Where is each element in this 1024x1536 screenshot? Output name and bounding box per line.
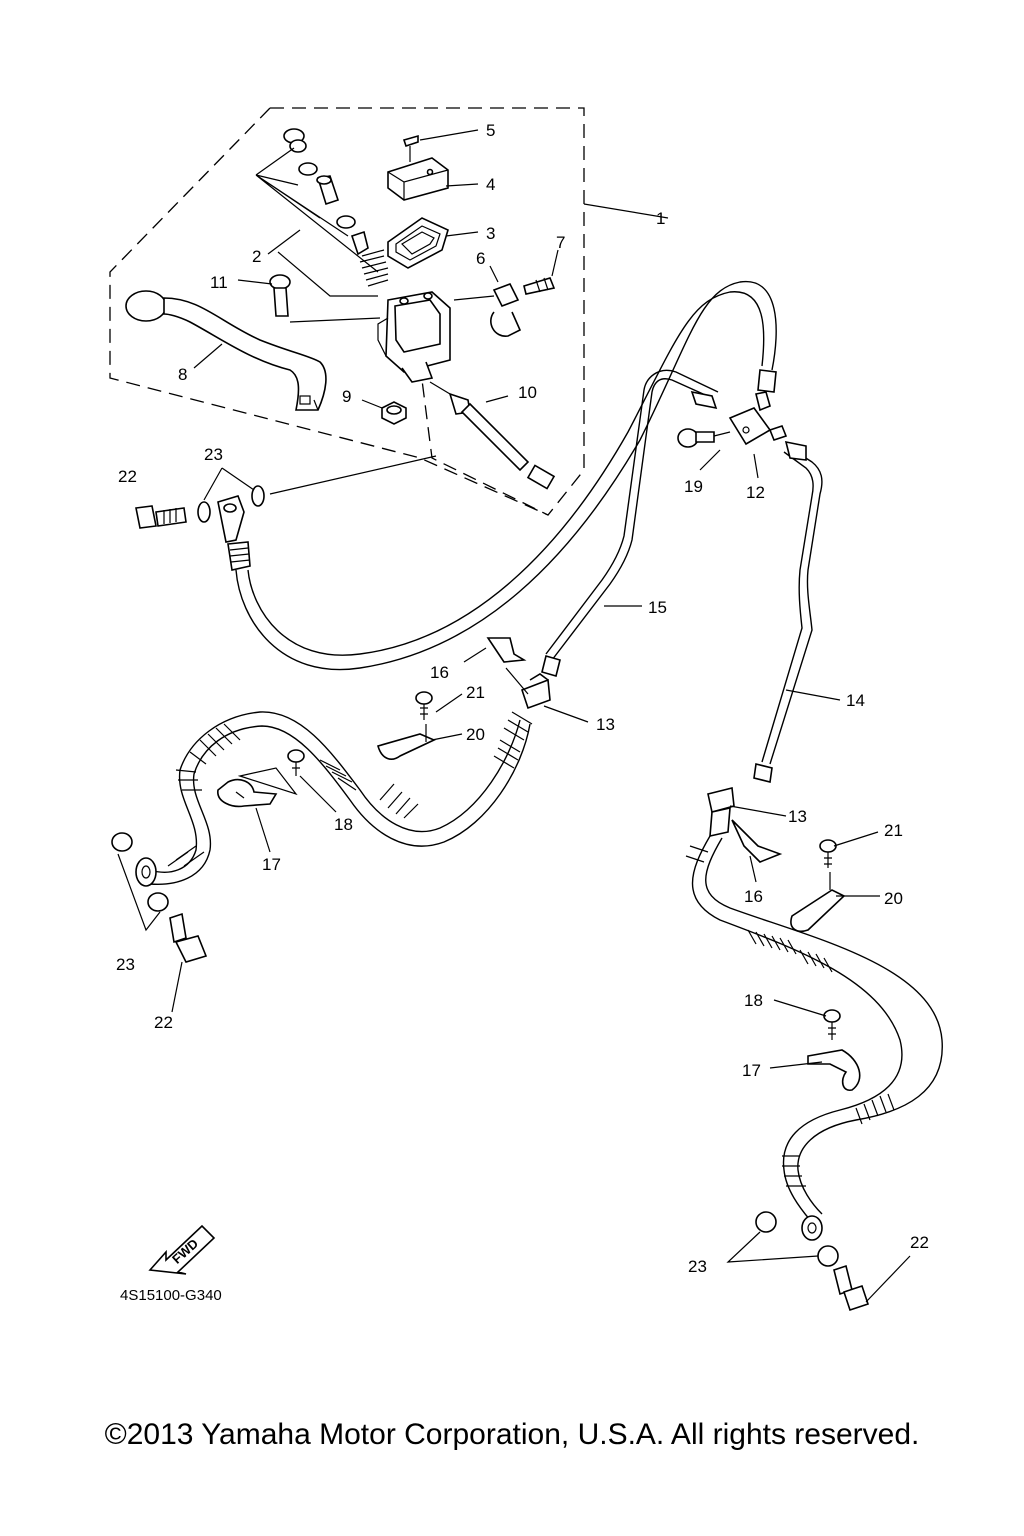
- hose-joint-top: [757, 369, 777, 393]
- pipe-15-nut-lower: [541, 655, 561, 677]
- master-cylinder-body: [377, 291, 451, 383]
- right-bolt-21: [819, 839, 837, 868]
- reservoir-diaphragm: [387, 217, 449, 269]
- right-hose-fitting-13: [707, 787, 735, 838]
- left-washer-upper: [111, 832, 133, 852]
- brake-lever: [125, 290, 327, 411]
- pipe-14-nut-upper: [784, 440, 807, 461]
- right-washer-upper: [755, 1211, 777, 1233]
- callout-23-right: 23: [688, 1257, 707, 1276]
- callout-21-right: 21: [884, 821, 903, 840]
- callout-23-left: 23: [116, 955, 135, 974]
- reservoir-cap: [387, 157, 449, 201]
- callout-21-left: 21: [466, 683, 485, 702]
- upper-washer-right: [251, 485, 265, 507]
- callout-20-right: 20: [884, 889, 903, 908]
- callout-1: 1: [656, 209, 665, 228]
- pipe-14-nut-lower: [753, 763, 773, 783]
- callout-8: 8: [178, 365, 187, 384]
- callout-10: 10: [518, 383, 537, 402]
- copyright-notice: ©2013 Yamaha Motor Corporation, U.S.A. A…: [104, 1418, 920, 1451]
- callout-11: 11: [210, 273, 228, 292]
- right-lower-banjo: [801, 1215, 823, 1241]
- callout-17-left: 17: [262, 855, 281, 874]
- brake-joint: [728, 391, 788, 446]
- fwd-arrow-icon: FWD: [148, 1224, 216, 1275]
- callout-18-left: 18: [334, 815, 353, 834]
- upper-washer-left: [197, 501, 211, 523]
- upper-hose-loop-inner: [247, 291, 765, 656]
- callout-7: 7: [556, 233, 565, 252]
- left-brake-hose: [149, 711, 521, 873]
- holder-clamp: [490, 277, 556, 337]
- callout-3: 3: [486, 224, 495, 243]
- left-clamp-17: [217, 767, 298, 808]
- right-lower-banjo-bolt: [833, 1264, 870, 1312]
- callout-18-right: 18: [744, 991, 763, 1010]
- pipe-15-nut-upper: [690, 390, 718, 410]
- callout-16-right: 16: [744, 887, 763, 906]
- upper-banjo-bolt: [135, 505, 187, 529]
- left-bolt-21: [415, 691, 433, 720]
- leader-lines: [193, 129, 880, 1069]
- right-bolt-18: [823, 1009, 841, 1040]
- callout-16-left: 16: [430, 663, 449, 682]
- callout-13-left: 13: [596, 715, 615, 734]
- callout-19: 19: [684, 477, 703, 496]
- callout-20-left: 20: [466, 725, 485, 744]
- left-lower-banjo-bolt: [169, 912, 208, 963]
- right-clamp-17: [807, 1049, 861, 1091]
- lever-pivot-bolt: [269, 274, 381, 323]
- callout-13-right: 13: [788, 807, 807, 826]
- upper-hose-fitting: [217, 495, 251, 571]
- callout-15: 15: [648, 598, 667, 617]
- right-bracket-20: [790, 872, 846, 932]
- left-hose-sleeve-upper: [167, 711, 533, 867]
- washer-leader: [203, 455, 437, 501]
- brake-pipe-15: [551, 378, 713, 661]
- callout-22-top: 22: [118, 467, 137, 486]
- brake-pipe-14: [769, 447, 823, 765]
- right-hose-sleeves: [685, 845, 895, 1187]
- callout-2: 2: [252, 247, 261, 266]
- right-clip-16: [731, 819, 783, 863]
- right-brake-hose: [691, 835, 903, 1221]
- left-washer-lower: [147, 892, 169, 912]
- brake-light-switch: [429, 381, 556, 490]
- left-bolt-18: [287, 749, 305, 776]
- switch-nut: [381, 401, 407, 425]
- left-hose-fitting-13: [520, 673, 551, 710]
- left-lower-banjo: [135, 857, 157, 887]
- assembly-boundary: [109, 107, 585, 516]
- callout-9: 9: [342, 387, 351, 406]
- joint-bolt: [677, 428, 715, 448]
- piston-kit: [255, 128, 389, 297]
- left-bracket-20: [377, 724, 436, 760]
- upper-hose-loop: [235, 281, 777, 671]
- callout-22-left: 22: [154, 1013, 173, 1032]
- callout-4: 4: [486, 175, 495, 194]
- callout-12: 12: [746, 483, 765, 502]
- diagram-code: 4S15100-G340: [120, 1287, 222, 1304]
- left-clip-16: [486, 637, 527, 663]
- right-washer-lower: [817, 1245, 839, 1267]
- callout-14: 14: [846, 691, 865, 710]
- callout-23-top: 23: [204, 445, 223, 464]
- callout-5: 5: [486, 121, 495, 140]
- cap-screw: [402, 134, 419, 162]
- callout-17-right: 17: [742, 1061, 761, 1080]
- callout-6: 6: [476, 249, 485, 268]
- callout-22-right: 22: [910, 1233, 929, 1252]
